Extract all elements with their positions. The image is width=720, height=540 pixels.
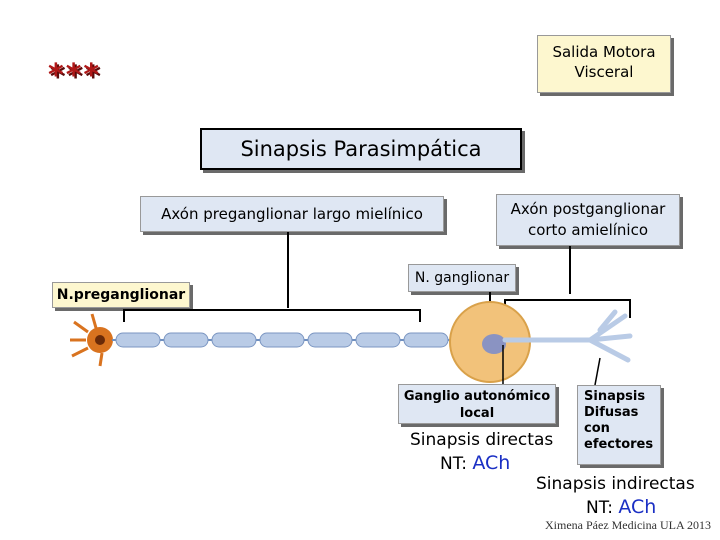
diagram-title: Sinapsis Parasimpática xyxy=(200,128,522,170)
post-axon-line1: Axón postganglionar xyxy=(510,200,666,218)
credit-text: Ximena Páez Medicina ULA 2013 xyxy=(545,518,711,532)
indirect-nt-label: NT: xyxy=(586,498,613,518)
ganglion xyxy=(449,301,531,383)
salida-line2: Visceral xyxy=(574,63,634,81)
indirect-nt-value: ACh xyxy=(618,496,657,518)
unmyelinated-axon xyxy=(502,309,633,363)
arrow-difusas xyxy=(594,357,601,386)
indirect-synapse-label: Sinapsis indirectas xyxy=(536,474,695,494)
preganglionic-neuron-label: N.preganglionar xyxy=(52,282,190,308)
post-axon-line2: corto amielínico xyxy=(527,221,649,239)
pre-axon-bracket xyxy=(123,309,421,322)
ganglion-label: Ganglio autonómico local xyxy=(398,384,556,424)
ganglionic-neuron-label: N. ganglionar xyxy=(408,264,516,292)
myelinated-axon xyxy=(112,332,460,348)
postganglionic-axon-label: Axón postganglionar corto amielínico xyxy=(496,194,680,246)
difusas-line3: con xyxy=(584,421,610,436)
direct-nt-value: ACh xyxy=(472,452,511,474)
direct-nt: NT: ACh xyxy=(440,452,510,474)
salida-motora-box: Salida Motora Visceral xyxy=(537,35,671,93)
preganglionic-axon-label: Axón preganglionar largo mielínico xyxy=(140,196,444,232)
ganglio-line1: Ganglio autonómico xyxy=(403,389,551,404)
direct-synapse-label: Sinapsis directas xyxy=(410,430,554,450)
difusas-line4: efectores xyxy=(584,437,654,452)
diffuse-synapse-label: Sinapsis Difusas con efectores xyxy=(577,385,661,465)
difusas-line2: Difusas xyxy=(584,405,639,420)
stars-mark: *** xyxy=(48,58,102,93)
difusas-line1: Sinapsis xyxy=(584,389,646,404)
preganglionic-neuron xyxy=(70,313,113,367)
indirect-nt: NT: ACh xyxy=(586,496,656,518)
ganglio-line2: local xyxy=(459,406,495,421)
direct-nt-label: NT: xyxy=(440,454,467,474)
salida-line1: Salida Motora xyxy=(552,43,656,61)
